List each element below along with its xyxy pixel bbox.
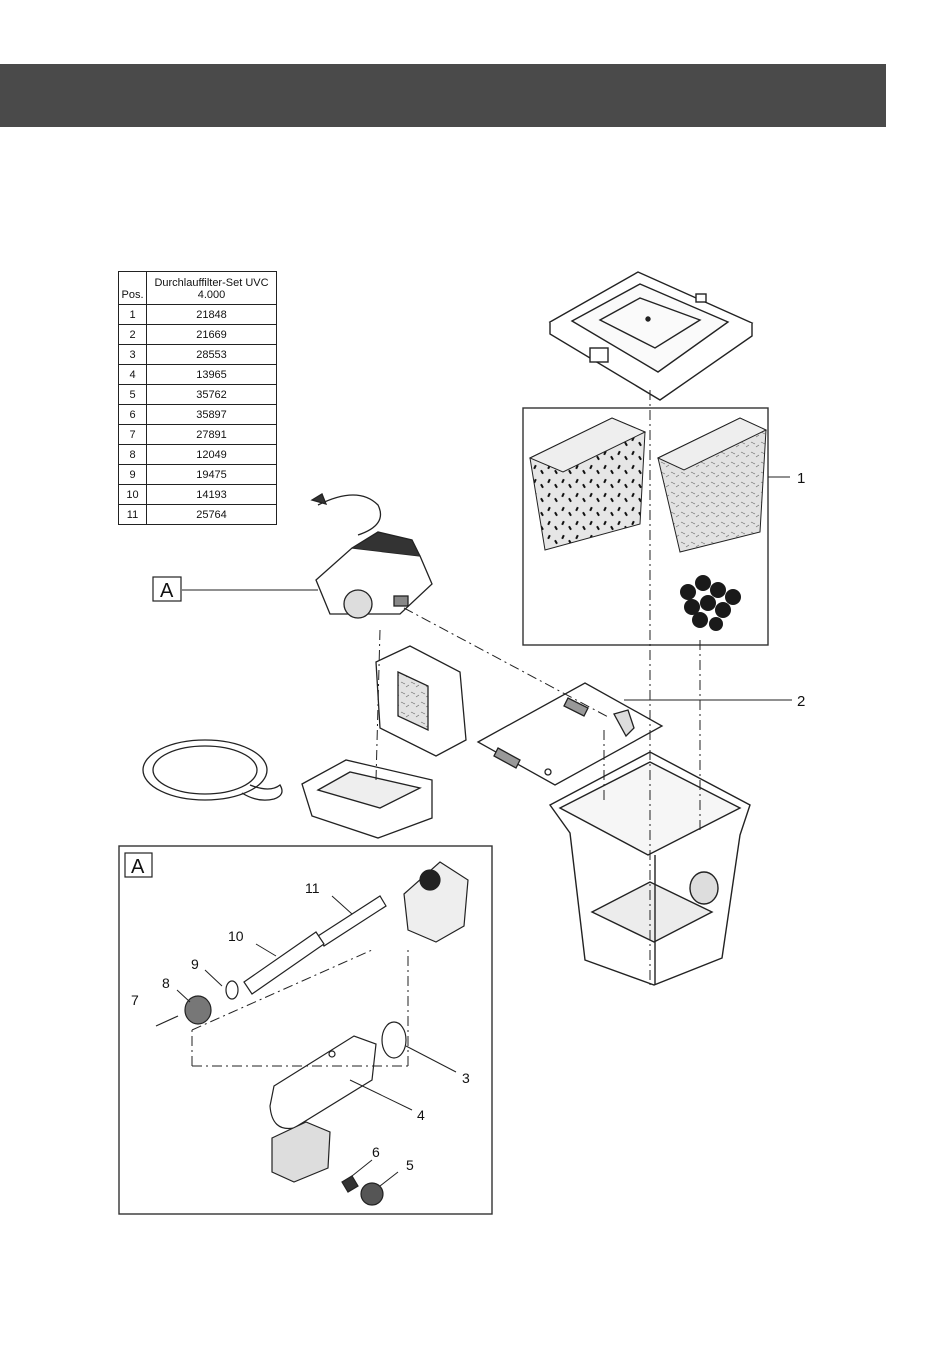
callout-1: 1 bbox=[797, 470, 805, 487]
callout-4: 4 bbox=[417, 1107, 425, 1123]
callout-3: 3 bbox=[462, 1070, 470, 1086]
callout-11: 11 bbox=[305, 880, 320, 896]
callout-2: 2 bbox=[797, 693, 805, 710]
callout-6: 6 bbox=[372, 1144, 380, 1160]
filter-lid bbox=[550, 272, 752, 400]
foam-fine bbox=[658, 418, 766, 552]
callout-7: 7 bbox=[131, 992, 139, 1008]
foam-coarse bbox=[530, 418, 645, 550]
callout-5: 5 bbox=[406, 1157, 414, 1173]
uvc-exploded-parts bbox=[156, 862, 468, 1205]
uvc-pump-unit bbox=[312, 494, 432, 618]
callout-10: 10 bbox=[228, 928, 244, 944]
callout-9: 9 bbox=[191, 956, 199, 972]
pump-housing bbox=[302, 646, 466, 838]
garden-hose bbox=[143, 740, 282, 800]
filter-balls bbox=[680, 575, 741, 631]
callout-8: 8 bbox=[162, 975, 170, 991]
detail-box-label: A bbox=[131, 856, 145, 878]
detail-label-a: A bbox=[160, 580, 174, 602]
